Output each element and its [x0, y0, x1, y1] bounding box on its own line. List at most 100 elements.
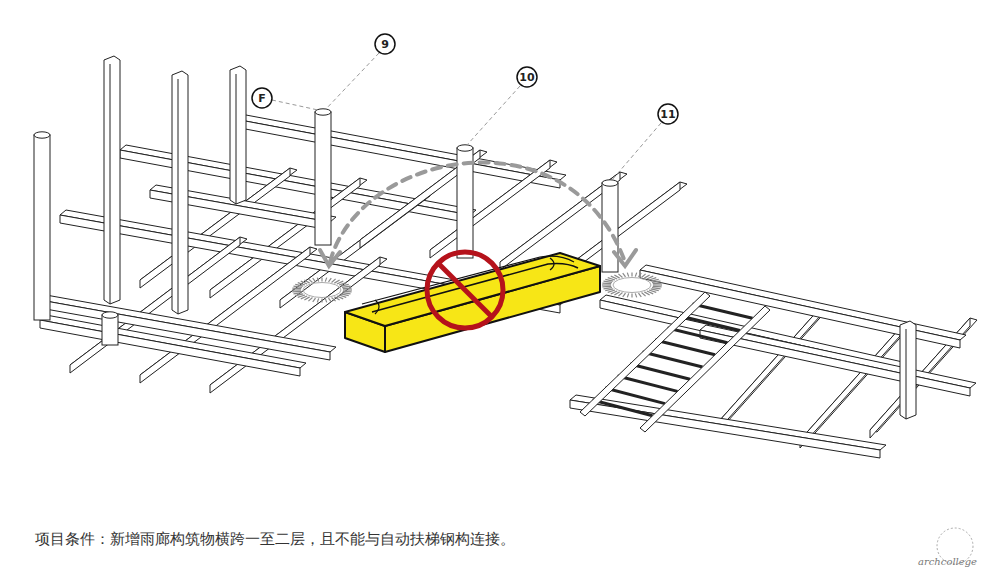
beam-top — [600, 295, 916, 370]
stair-rail — [640, 306, 770, 432]
stair-step — [630, 364, 690, 379]
footprint — [303, 283, 341, 298]
post — [900, 321, 916, 419]
hatch-tick — [602, 284, 611, 285]
stair-step — [668, 328, 728, 343]
hatch-tick — [343, 287, 352, 289]
beam-side — [700, 330, 970, 396]
stair-step — [618, 376, 678, 391]
hatch-tick — [328, 298, 331, 302]
hatch-tick — [328, 278, 331, 282]
hatch-tick — [341, 284, 349, 286]
column-top — [457, 145, 473, 151]
callout-number: 10 — [519, 72, 534, 83]
hatch-tick — [623, 293, 626, 297]
hatch-tick — [343, 289, 352, 290]
stair-step — [593, 400, 653, 416]
hatch-tick — [638, 273, 641, 277]
escalator-frame — [580, 292, 770, 432]
hatch-tick — [603, 288, 612, 289]
hatch-tick — [292, 287, 301, 289]
hatch-tick — [631, 294, 632, 298]
hatch-tick — [334, 297, 339, 300]
hatch-tick — [614, 275, 619, 278]
stair-step — [680, 316, 740, 330]
relocation-arrow — [320, 162, 636, 266]
column — [34, 135, 50, 320]
hatch-tick — [308, 298, 312, 302]
rain-corridor-block — [345, 253, 600, 352]
hatch-tick — [304, 280, 309, 283]
hatch-tick — [321, 299, 322, 303]
hatch-tick — [618, 293, 622, 297]
hatch-tick — [313, 278, 316, 282]
post-edge — [178, 79, 179, 314]
column — [315, 112, 331, 245]
column-top — [602, 180, 618, 186]
hatch-tick — [343, 291, 352, 293]
prohibition-sign — [427, 252, 503, 328]
hatch-tick — [332, 279, 336, 283]
hatch-tick — [627, 273, 628, 277]
hatch-tick — [653, 282, 662, 284]
hatch-tick — [603, 281, 612, 282]
beam-top — [570, 395, 886, 450]
hatch-tick — [321, 278, 322, 282]
leader-lines — [272, 53, 661, 180]
post-edge — [906, 329, 907, 419]
post-edge — [110, 64, 111, 304]
post-edge — [236, 74, 237, 204]
post — [104, 56, 120, 304]
hatch-tick — [627, 293, 628, 297]
hatch-tick — [293, 286, 302, 287]
callout-number: 9 — [381, 39, 389, 50]
callout-number: 11 — [660, 109, 675, 120]
hatch-tick — [652, 288, 661, 289]
hatch-tick — [651, 279, 659, 281]
hatch-tick — [317, 278, 318, 282]
hatch-tick — [602, 286, 611, 288]
stair-step — [605, 388, 665, 404]
hatch-tick — [653, 284, 662, 285]
hatch-tick — [623, 273, 626, 277]
hatch-tick — [342, 293, 351, 294]
hatch-tick — [602, 282, 611, 284]
hatch-tick — [618, 274, 622, 278]
stair-step — [655, 340, 715, 355]
hatch-tick — [642, 293, 646, 297]
hatch-tick — [313, 298, 316, 302]
hatch-tick — [653, 286, 662, 288]
post — [230, 66, 246, 204]
hatch-tick — [308, 279, 312, 283]
column — [102, 315, 118, 345]
column-top — [102, 312, 118, 318]
hatch-tick — [644, 292, 649, 295]
column-top — [315, 109, 331, 115]
hatch-tick — [638, 293, 641, 297]
hatch-tick — [293, 293, 302, 294]
stair-step — [643, 352, 703, 367]
columns — [34, 56, 916, 419]
footprint — [613, 278, 651, 293]
beam-side — [570, 400, 880, 458]
hatch-tick — [332, 298, 336, 302]
hatch-tick — [605, 289, 613, 291]
hatch-tick — [635, 273, 636, 277]
watermark: archcollege — [918, 556, 977, 567]
beam-side — [40, 320, 300, 376]
post — [172, 71, 188, 314]
hatch-tick — [631, 273, 632, 277]
hatch-tick — [325, 298, 326, 302]
stair-step — [693, 304, 753, 318]
hatch-tick — [642, 274, 646, 278]
hatch-tick — [317, 298, 318, 302]
hatch-tick — [292, 289, 301, 290]
callout-number: F — [258, 93, 266, 104]
hatch-tick — [292, 291, 301, 293]
beam-top — [40, 315, 306, 368]
beam-top — [640, 265, 966, 340]
hatch-tick — [295, 294, 303, 296]
hatch-tick — [635, 293, 636, 297]
